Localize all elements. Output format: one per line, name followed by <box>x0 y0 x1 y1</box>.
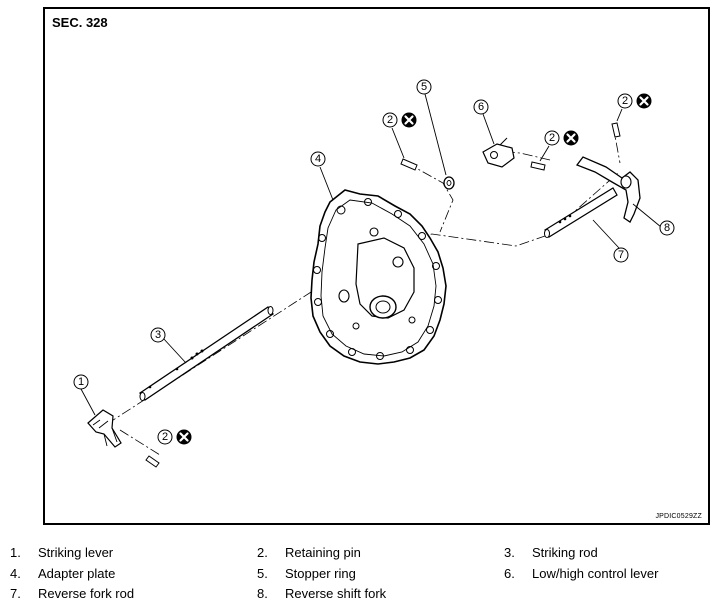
retaining-pin-upper-left <box>400 158 418 171</box>
adapter-plate <box>310 189 447 365</box>
legend-item: 7.Reverse fork rod <box>10 586 135 601</box>
leader-lines <box>80 93 662 416</box>
retaining-pin-upper-mid <box>530 161 546 171</box>
svg-text:4: 4 <box>315 153 321 165</box>
do-not-reuse-icon <box>175 428 193 446</box>
svg-text:8: 8 <box>664 222 670 234</box>
image-code: JPDIC0529ZZ <box>655 513 702 520</box>
callout-2-lower: 2 <box>157 428 193 446</box>
svg-text:2: 2 <box>387 114 393 126</box>
legend-item: 1.Striking lever <box>10 545 114 560</box>
reverse-shift-fork <box>575 156 641 223</box>
svg-text:1: 1 <box>78 376 84 388</box>
svg-text:6: 6 <box>478 101 484 113</box>
svg-text:3: 3 <box>155 329 161 341</box>
svg-text:7: 7 <box>618 249 624 261</box>
parts-legend: 1.Striking lever 2.Retaining pin 3.Strik… <box>0 540 718 608</box>
callout-6: 6 <box>473 99 489 115</box>
retaining-pin-upper-right <box>611 122 621 138</box>
callout-1: 1 <box>73 374 89 390</box>
exploded-view-diagram: 1 3 4 5 6 7 8 2 2 2 2 <box>73 79 675 468</box>
svg-text:2: 2 <box>549 132 555 144</box>
do-not-reuse-icon <box>635 92 653 110</box>
section-label: SEC. 328 <box>52 15 108 30</box>
svg-text:2: 2 <box>162 431 168 443</box>
striking-lever <box>87 409 122 448</box>
callout-4: 4 <box>310 151 326 167</box>
striking-rod <box>139 306 274 401</box>
do-not-reuse-icon <box>400 111 418 129</box>
legend-item: 8.Reverse shift fork <box>257 586 387 601</box>
legend-item: 5.Stopper ring <box>257 566 356 581</box>
callout-2-upper-right: 2 <box>616 92 653 122</box>
callout-7: 7 <box>613 247 629 263</box>
legend-item: 3.Striking rod <box>504 545 598 560</box>
legend-item: 2.Retaining pin <box>257 545 361 560</box>
stopper-ring <box>443 176 455 190</box>
callout-3: 3 <box>150 327 166 343</box>
reverse-fork-rod <box>544 187 618 238</box>
low-high-control-lever <box>482 137 515 168</box>
callout-2-upper-left: 2 <box>382 111 418 159</box>
callout-5: 5 <box>416 79 432 95</box>
retaining-pin-lower <box>145 455 160 468</box>
legend-item: 4.Adapter plate <box>10 566 116 581</box>
callout-8: 8 <box>659 220 675 236</box>
svg-text:2: 2 <box>622 95 628 107</box>
svg-text:5: 5 <box>421 81 427 93</box>
do-not-reuse-icon <box>562 129 580 147</box>
legend-item: 6.Low/high control lever <box>504 566 659 581</box>
callout-2-upper-mid: 2 <box>539 129 580 162</box>
